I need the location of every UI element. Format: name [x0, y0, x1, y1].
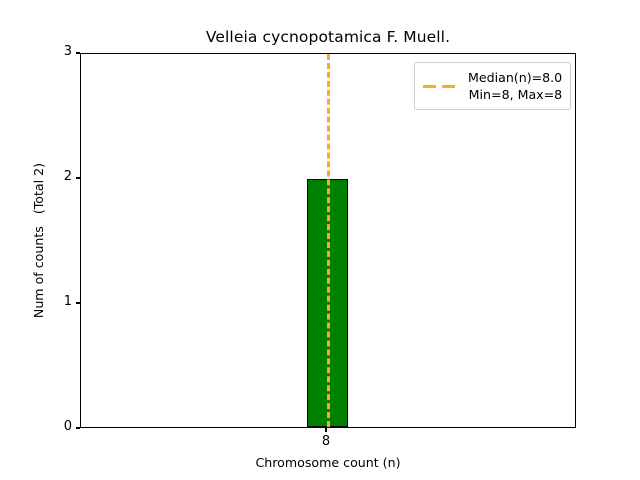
y-tick-mark — [76, 427, 80, 429]
y-tick-label: 3 — [63, 44, 72, 59]
y-tick-mark — [76, 177, 80, 179]
x-tick-label: 8 — [321, 434, 331, 449]
plot-area — [80, 53, 576, 428]
y-tick-mark — [76, 52, 80, 54]
x-axis-label: Chromosome count (n) — [255, 455, 401, 470]
x-tick-mark — [325, 428, 327, 432]
y-tick-label: 1 — [63, 294, 72, 309]
median-line — [327, 54, 330, 427]
legend-label-range: Min=8, Max=8 — [468, 87, 563, 102]
legend-entry-median: Median(n)=8.0 Min=8, Max=8 — [423, 69, 562, 103]
y-axis-label: Num of counts (Total 2) — [31, 162, 46, 319]
legend-label-median: Median(n)=8.0 — [468, 70, 563, 85]
y-tick-label: 2 — [63, 169, 72, 184]
dashed-line-icon — [423, 80, 459, 92]
y-tick-mark — [76, 302, 80, 304]
y-tick-label: 0 — [63, 419, 72, 434]
legend: Median(n)=8.0 Min=8, Max=8 — [414, 62, 572, 110]
page-title: Velleia cycnopotamica F. Muell. — [205, 28, 451, 46]
